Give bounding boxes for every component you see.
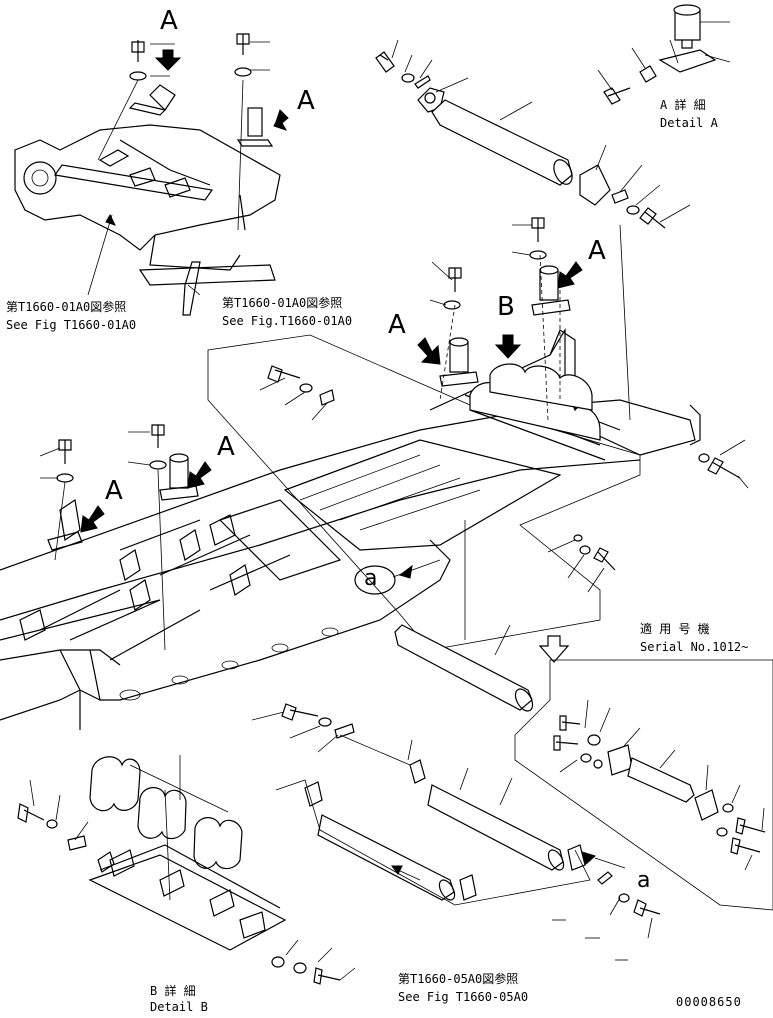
detail-a-label-jp: A 詳 細	[660, 98, 706, 112]
marker-a-top-left: A	[160, 6, 178, 36]
serial-inset	[514, 635, 773, 911]
arrow-marker-icon	[154, 49, 182, 71]
ref-top-left-en: See Fig T1660-01A0	[6, 318, 137, 332]
ref-bottom-center-en: See Fig T1660-05A0	[398, 990, 529, 1004]
detail-b-drawing	[17, 755, 356, 985]
marker-small-a-bottom: a	[637, 868, 651, 893]
marker-small-a-main: a	[364, 566, 378, 591]
detail-b-label-jp: B 詳 細	[150, 984, 196, 998]
detail-a-label-en: Detail A	[660, 116, 718, 130]
arrow-marker-icon	[273, 109, 289, 131]
arrow-marker-icon	[417, 337, 441, 365]
top-left-inset	[14, 33, 281, 316]
ref-top-left-jp: 第T1660-01A0図参照	[6, 300, 127, 314]
marker-a-mid: A	[388, 310, 406, 340]
serial-label-en: Serial No.1012~	[640, 640, 749, 654]
arrow-marker-icon	[557, 261, 583, 289]
main-frame	[0, 217, 749, 730]
detail-a-drawing	[597, 4, 731, 105]
drawing-number: 00008650	[676, 995, 742, 1009]
marker-a-center: A	[217, 432, 235, 462]
arrow-marker-icon	[187, 461, 212, 489]
marker-a-left: A	[105, 476, 123, 506]
bottom-roller-group	[251, 703, 661, 961]
arrow-marker-icon	[494, 334, 522, 359]
frame-holes	[119, 627, 339, 701]
serial-label-jp: 適 用 号 機	[640, 622, 710, 636]
detail-b-label-en: Detail B	[150, 1000, 208, 1014]
marker-a-right: A	[588, 236, 606, 266]
ref-bottom-center-jp: 第T1660-05A0図参照	[398, 972, 519, 986]
arrow-marker-icon	[80, 505, 105, 533]
ref-top-center-jp: 第T1660-01A0図参照	[222, 296, 343, 310]
ref-top-center-en: See Fig.T1660-01A0	[222, 314, 353, 328]
marker-b: B	[497, 292, 515, 322]
roller-assembly-b	[464, 363, 621, 461]
top-roller-assembly	[375, 39, 691, 229]
marker-a-top-inset: A	[297, 86, 315, 116]
